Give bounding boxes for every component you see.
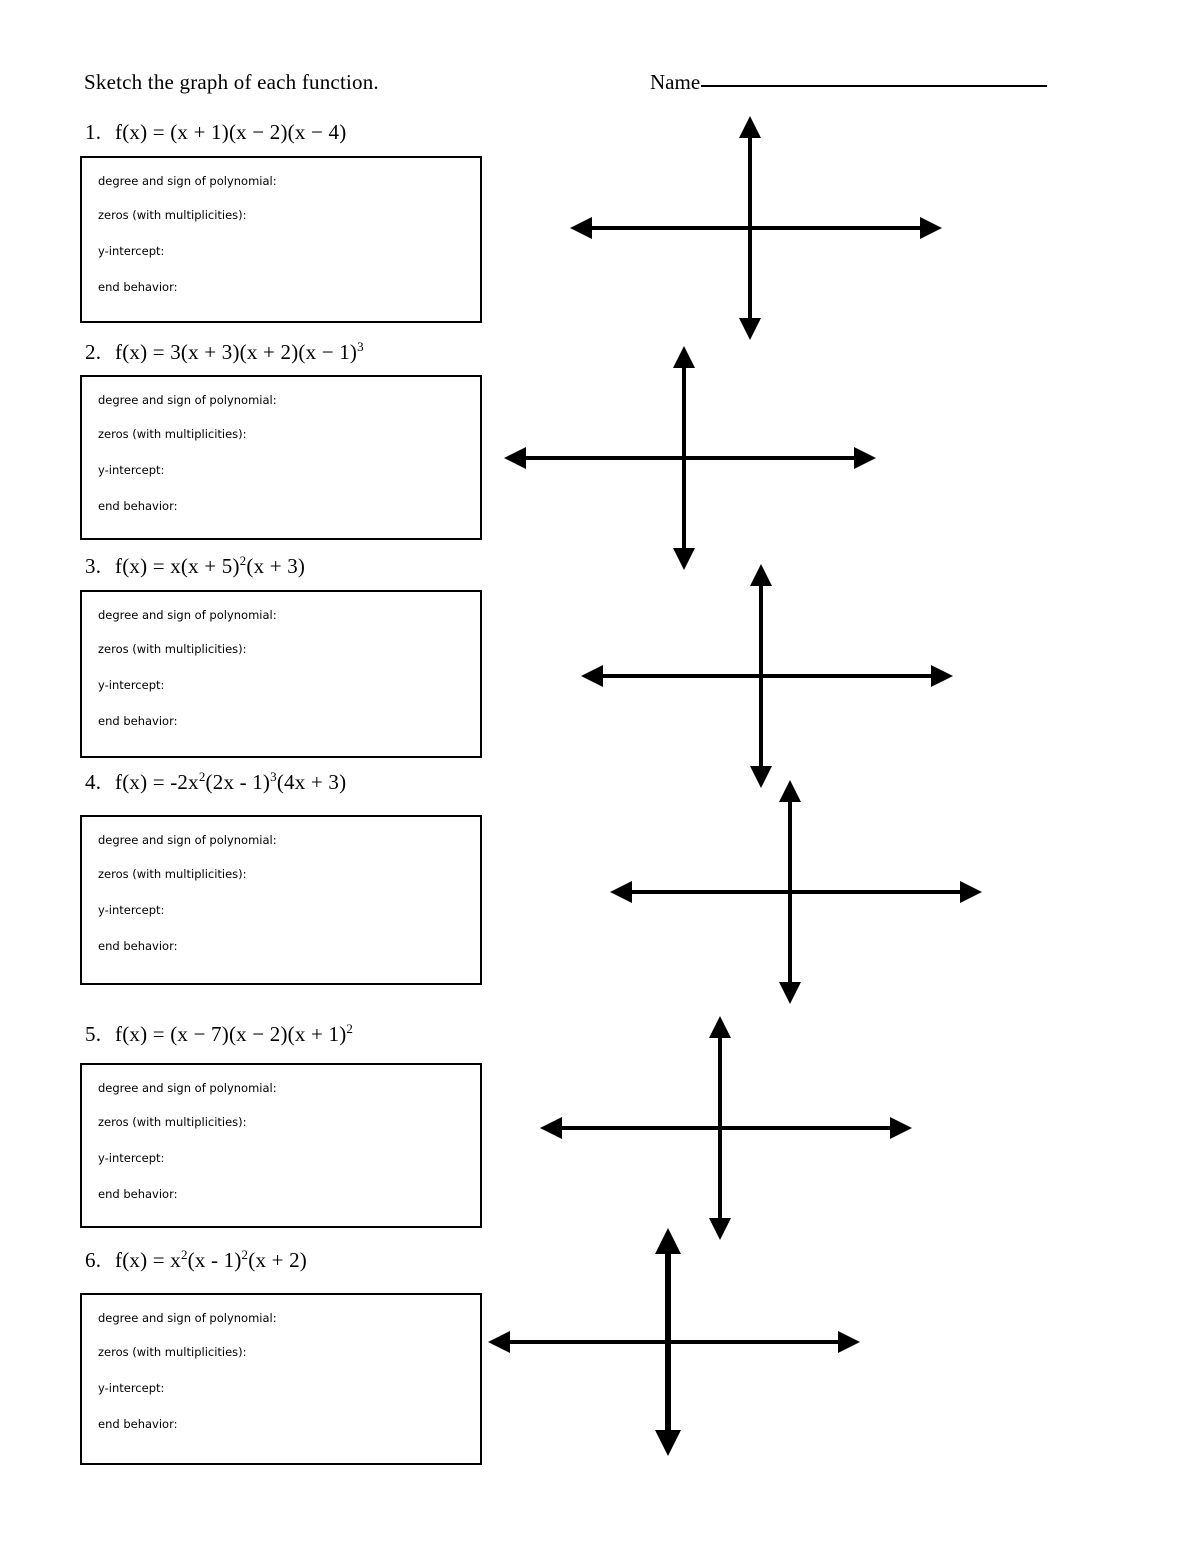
problem-1-number: 1. [85, 120, 102, 144]
prompt-y-intercept: y-intercept: [98, 244, 165, 258]
graph-axes-1[interactable] [566, 112, 946, 348]
prompt-degree-sign: degree and sign of polynomial: [98, 1081, 277, 1095]
prompt-zeros: zeros (with multiplicities): [98, 427, 247, 441]
problem-4-statement: 4. f(x) = -2x2(2x - 1)3(4x + 3) [85, 770, 346, 795]
prompt-zeros: zeros (with multiplicities): [98, 1115, 247, 1129]
prompt-degree-sign: degree and sign of polynomial: [98, 608, 277, 622]
problem-6-expression-c: (x + 2) [248, 1248, 307, 1272]
prompt-y-intercept: y-intercept: [98, 678, 165, 692]
problem-6-statement: 6.f(x) = x2(x - 1)2(x + 2) [85, 1248, 307, 1273]
problem-1-expression: f(x) = (x + 1)(x − 2)(x − 4) [115, 120, 347, 144]
problem-5-exponent: 2 [346, 1020, 354, 1036]
problem-5-number: 5. [85, 1022, 102, 1046]
prompt-end-behavior: end behavior: [98, 1417, 178, 1431]
answer-box-5[interactable]: degree and sign of polynomial: zeros (wi… [80, 1063, 482, 1228]
problem-2-expression: f(x) = 3(x + 3)(x + 2)(x − 1) [115, 340, 358, 364]
prompt-degree-sign: degree and sign of polynomial: [98, 393, 277, 407]
problem-3-statement: 3. f(x) = x(x + 5)2(x + 3) [85, 554, 305, 579]
problem-6-expression-a: f(x) = x [115, 1248, 181, 1272]
prompt-y-intercept: y-intercept: [98, 903, 165, 917]
problem-4-expression-b: (2x - 1) [205, 770, 271, 794]
problem-5-expression: f(x) = (x − 7)(x − 2)(x + 1) [115, 1022, 347, 1046]
problem-2-statement: 2. f(x) = 3(x + 3)(x + 2)(x − 1)3 [85, 340, 364, 365]
prompt-y-intercept: y-intercept: [98, 1381, 165, 1395]
problem-6-exponent-a: 2 [180, 1246, 188, 1262]
problem-2-exponent: 3 [357, 338, 364, 354]
prompt-end-behavior: end behavior: [98, 939, 178, 953]
page-title: Sketch the graph of each function. [84, 70, 379, 94]
problem-3-exponent-a: 2 [239, 552, 247, 568]
prompt-zeros: zeros (with multiplicities): [98, 867, 247, 881]
prompt-end-behavior: end behavior: [98, 714, 178, 728]
prompt-degree-sign: degree and sign of polynomial: [98, 1311, 277, 1325]
problem-6-expression-b: (x - 1) [187, 1248, 242, 1272]
graph-axes-6[interactable] [484, 1226, 864, 1462]
problem-6-number: 6. [85, 1248, 102, 1272]
problem-1-statement: 1. f(x) = (x + 1)(x − 2)(x − 4) [85, 120, 346, 145]
problem-4-exponent-a: 2 [198, 768, 206, 784]
problem-3-expression-a: f(x) = x(x + 5) [115, 554, 240, 578]
problem-4-expression-a: f(x) = -2x [115, 770, 199, 794]
name-write-in-line[interactable] [701, 85, 1048, 87]
problem-5-statement: 5. f(x) = (x − 7)(x − 2)(x + 1)2 [85, 1022, 353, 1047]
problem-6-exponent-b: 2 [241, 1246, 249, 1262]
graph-axes-4[interactable] [606, 776, 986, 1012]
prompt-degree-sign: degree and sign of polynomial: [98, 833, 277, 847]
name-label: Name [650, 70, 701, 94]
graph-axes-2[interactable] [500, 342, 880, 578]
name-field-group: Name [650, 70, 1048, 95]
prompt-zeros: zeros (with multiplicities): [98, 642, 247, 656]
problem-2-number: 2. [85, 340, 102, 364]
problem-4-number: 4. [85, 770, 102, 794]
prompt-y-intercept: y-intercept: [98, 463, 165, 477]
problem-4-expression-c: (4x + 3) [276, 770, 347, 794]
answer-box-6[interactable]: degree and sign of polynomial: zeros (wi… [80, 1293, 482, 1465]
prompt-end-behavior: end behavior: [98, 1187, 178, 1201]
problem-4-exponent-b: 3 [270, 768, 277, 784]
answer-box-3[interactable]: degree and sign of polynomial: zeros (wi… [80, 590, 482, 758]
answer-box-2[interactable]: degree and sign of polynomial: zeros (wi… [80, 375, 482, 540]
problem-3-expression-b: (x + 3) [246, 554, 306, 578]
prompt-end-behavior: end behavior: [98, 499, 178, 513]
answer-box-1[interactable]: degree and sign of polynomial: zeros (wi… [80, 156, 482, 323]
prompt-degree-sign: degree and sign of polynomial: [98, 174, 277, 188]
graph-axes-3[interactable] [577, 560, 957, 796]
prompt-y-intercept: y-intercept: [98, 1151, 165, 1165]
prompt-zeros: zeros (with multiplicities): [98, 1345, 247, 1359]
graph-axes-5[interactable] [536, 1012, 916, 1248]
problem-3-number: 3. [85, 554, 102, 578]
prompt-end-behavior: end behavior: [98, 280, 178, 294]
prompt-zeros: zeros (with multiplicities): [98, 208, 247, 222]
answer-box-4[interactable]: degree and sign of polynomial: zeros (wi… [80, 815, 482, 985]
